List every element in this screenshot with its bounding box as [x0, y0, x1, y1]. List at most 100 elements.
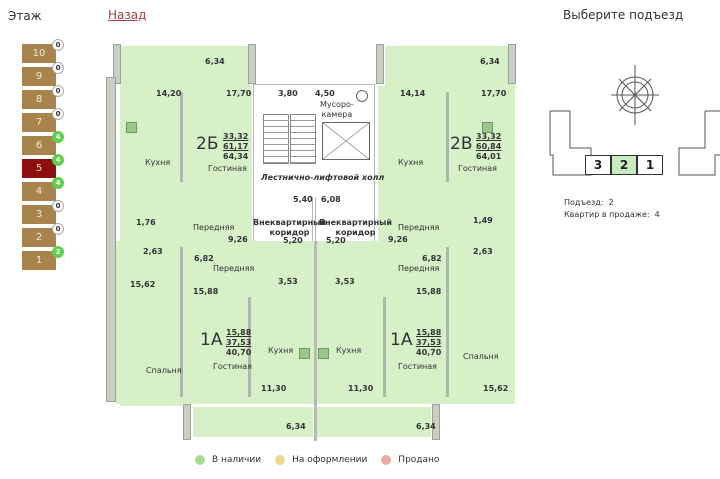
- area-value: 6,34: [480, 57, 500, 66]
- area-value: 6,82: [194, 254, 214, 263]
- room-label: Кухня: [268, 346, 294, 355]
- entrance-info: Подъезд: 2: [564, 198, 614, 207]
- area-value: 6,34: [416, 422, 436, 431]
- stove-icon: [299, 348, 310, 359]
- room-label: Кухня: [145, 158, 171, 167]
- back-link[interactable]: Назад: [108, 8, 147, 22]
- area-value: 14,14: [400, 89, 426, 98]
- available-count-badge: 4: [52, 131, 64, 143]
- area-value: 3,53: [335, 277, 355, 286]
- legend-processing: На оформлении: [275, 455, 367, 465]
- area-value: 6,08: [321, 195, 341, 204]
- bedroom-left: [120, 236, 182, 406]
- area-value: 4,50: [315, 89, 335, 98]
- room-label: Передняя: [213, 264, 255, 273]
- balcony-1a-left: [193, 407, 313, 437]
- floor-number: 2: [35, 232, 43, 243]
- available-count-badge: 0: [52, 85, 64, 97]
- entrance-button-3[interactable]: 3: [585, 155, 611, 175]
- floor-number: 9: [35, 71, 43, 82]
- area-value: 6,82: [422, 254, 442, 263]
- wall: [432, 404, 440, 440]
- floor-number: 4: [35, 186, 43, 197]
- floor-label: Этаж: [8, 9, 42, 23]
- balcony-2v: [385, 46, 515, 86]
- balcony-2b: [120, 46, 250, 86]
- floor-number: 1: [35, 255, 43, 266]
- stairs: [290, 114, 316, 164]
- apartment-code: 1А: [390, 330, 413, 350]
- wall: [508, 44, 516, 84]
- room-label: Передняя: [398, 264, 440, 273]
- area-value: 2,63: [473, 247, 493, 256]
- room-label: Спальня: [463, 352, 499, 361]
- wall: [446, 247, 449, 397]
- corridor-label: Внеквартирный коридор: [253, 218, 327, 237]
- outer-wall-left: [106, 77, 116, 402]
- apartment-code: 2Б: [196, 134, 219, 154]
- entrance-button-2[interactable]: 2: [611, 155, 637, 175]
- floor-plan: 6,34 6,34 6,34 6,34 14,20 17,70 3,80 4,5…: [98, 42, 518, 442]
- room-label: Гостиная: [398, 362, 437, 371]
- area-value: 11,30: [348, 384, 374, 393]
- available-count-badge: 0: [52, 39, 64, 51]
- available-count-badge: 4: [52, 154, 64, 166]
- floor-number: 3: [35, 209, 43, 220]
- wall: [180, 247, 183, 397]
- room-label: Кухня: [336, 346, 362, 355]
- for-sale-info: Квартир в продаже: 4: [564, 210, 660, 219]
- area-value: 2,63: [143, 247, 163, 256]
- available-count-badge: 0: [52, 223, 64, 235]
- floor-number: 8: [35, 94, 43, 105]
- entrance-button-1[interactable]: 1: [637, 155, 663, 175]
- area-value: 6,34: [205, 57, 225, 66]
- apartment-1a-right[interactable]: [316, 241, 515, 404]
- wall: [248, 44, 256, 84]
- legend-sold: Продано: [381, 455, 439, 465]
- room-label: Передняя: [398, 223, 440, 232]
- wall: [376, 44, 384, 84]
- floor-number: 7: [35, 117, 43, 128]
- room-label: Гостиная: [208, 164, 247, 173]
- status-dot-icon: [195, 455, 205, 465]
- apartment-code: 1А: [200, 330, 223, 350]
- stove-icon: [126, 122, 137, 133]
- apartment-2b[interactable]: [120, 86, 252, 241]
- apartment-code: 2В: [450, 134, 473, 154]
- area-value: 1,76: [136, 218, 156, 227]
- area-value: 15,88: [193, 287, 219, 296]
- area-value: 6,34: [286, 422, 306, 431]
- corridor-label: Внеквартирный коридор: [319, 218, 393, 237]
- available-count-badge: 2: [52, 246, 64, 258]
- stove-icon: [482, 122, 493, 133]
- available-count-badge: 0: [52, 62, 64, 74]
- floor-number: 5: [35, 163, 43, 174]
- area-value: 15,62: [130, 280, 156, 289]
- area-value: 9,26: [388, 235, 408, 244]
- room-label: Гостиная: [213, 362, 252, 371]
- legend: В наличии На оформлении Продано: [195, 455, 439, 465]
- lobby-label: Лестнично-лифтовой холл: [261, 173, 385, 182]
- area-value: 5,20: [326, 236, 346, 245]
- building-outline-icon: [549, 65, 720, 176]
- area-value: 17,70: [226, 89, 252, 98]
- status-dot-icon: [381, 455, 392, 465]
- room-label: Передняя: [193, 223, 235, 232]
- wall: [446, 92, 449, 182]
- area-value: 15,88: [416, 287, 442, 296]
- area-value: 15,62: [483, 384, 509, 393]
